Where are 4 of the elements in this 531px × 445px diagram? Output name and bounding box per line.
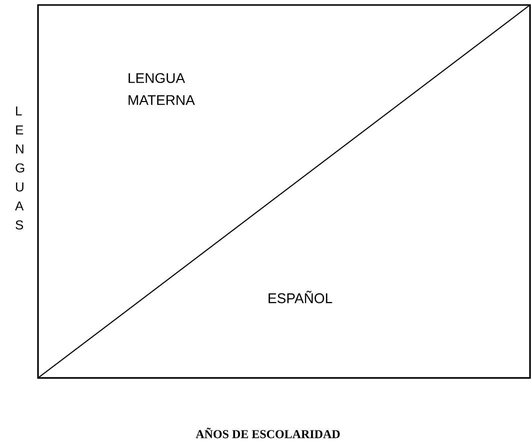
region-label: ESPAÑOL bbox=[268, 290, 332, 304]
axis-label: AÑOS DE ESCOLARIDAD bbox=[196, 428, 340, 438]
region-label: LENGUA MATERNA bbox=[128, 73, 195, 105]
axis-label: LENGUAS bbox=[15, 106, 24, 230]
